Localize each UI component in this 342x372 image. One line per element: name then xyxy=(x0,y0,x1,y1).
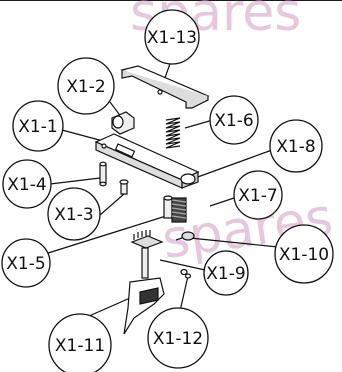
callout-label-x1-11: X1-11 xyxy=(55,336,105,356)
callout-x1-9: X1-9 xyxy=(203,250,249,296)
part-x1-11-blade xyxy=(123,277,165,335)
callout-label-x1-7: X1-7 xyxy=(238,186,277,206)
callout-x1-10: X1-10 xyxy=(274,224,334,284)
callout-x1-11: X1-11 xyxy=(48,313,112,372)
part-x1-1-lever xyxy=(94,133,200,189)
callout-x1-1: X1-1 xyxy=(12,100,64,152)
part-x1-9-comb xyxy=(130,230,188,279)
callout-x1-13: X1-13 xyxy=(144,9,200,65)
callout-label-x1-6: X1-6 xyxy=(214,111,253,131)
part-x1-12-pin xyxy=(184,273,192,279)
callouts: X1-13 X1-2 X1-1 X1-6 X1-8 X1-4 xyxy=(1,9,334,372)
callout-label-x1-4: X1-4 xyxy=(7,175,46,195)
part-x1-2-knob xyxy=(111,111,135,135)
callout-label-x1-3: X1-3 xyxy=(54,205,93,225)
callout-label-x1-13: X1-13 xyxy=(147,28,197,48)
top-border xyxy=(0,0,342,1)
callout-label-x1-10: X1-10 xyxy=(279,245,329,265)
parts xyxy=(94,65,210,335)
callout-x1-5: X1-5 xyxy=(1,238,51,288)
callout-label-x1-8: X1-8 xyxy=(276,137,315,157)
callout-x1-6: X1-6 xyxy=(209,95,259,145)
callout-label-x1-2: X1-2 xyxy=(66,77,105,97)
callout-x1-2: X1-2 xyxy=(57,57,115,115)
callout-x1-4: X1-4 xyxy=(2,159,52,209)
callout-label-x1-12: X1-12 xyxy=(153,329,203,349)
part-x1-5-cylinder xyxy=(163,195,173,219)
callout-label-x1-5: X1-5 xyxy=(6,254,45,274)
callout-x1-3: X1-3 xyxy=(47,187,101,241)
callout-x1-8: X1-8 xyxy=(269,119,323,173)
part-x1-10-screw xyxy=(175,231,195,241)
part-x1-13-bar xyxy=(120,65,210,109)
part-x1-3-pin xyxy=(119,179,129,195)
part-x1-6-spring xyxy=(165,117,181,149)
callout-label-x1-1: X1-1 xyxy=(18,117,57,137)
callout-label-x1-9: X1-9 xyxy=(206,264,245,284)
callout-x1-12: X1-12 xyxy=(147,307,209,369)
part-x1-7-spring xyxy=(171,197,187,223)
callout-x1-7: X1-7 xyxy=(233,170,283,220)
part-x1-4-pin xyxy=(99,161,107,187)
